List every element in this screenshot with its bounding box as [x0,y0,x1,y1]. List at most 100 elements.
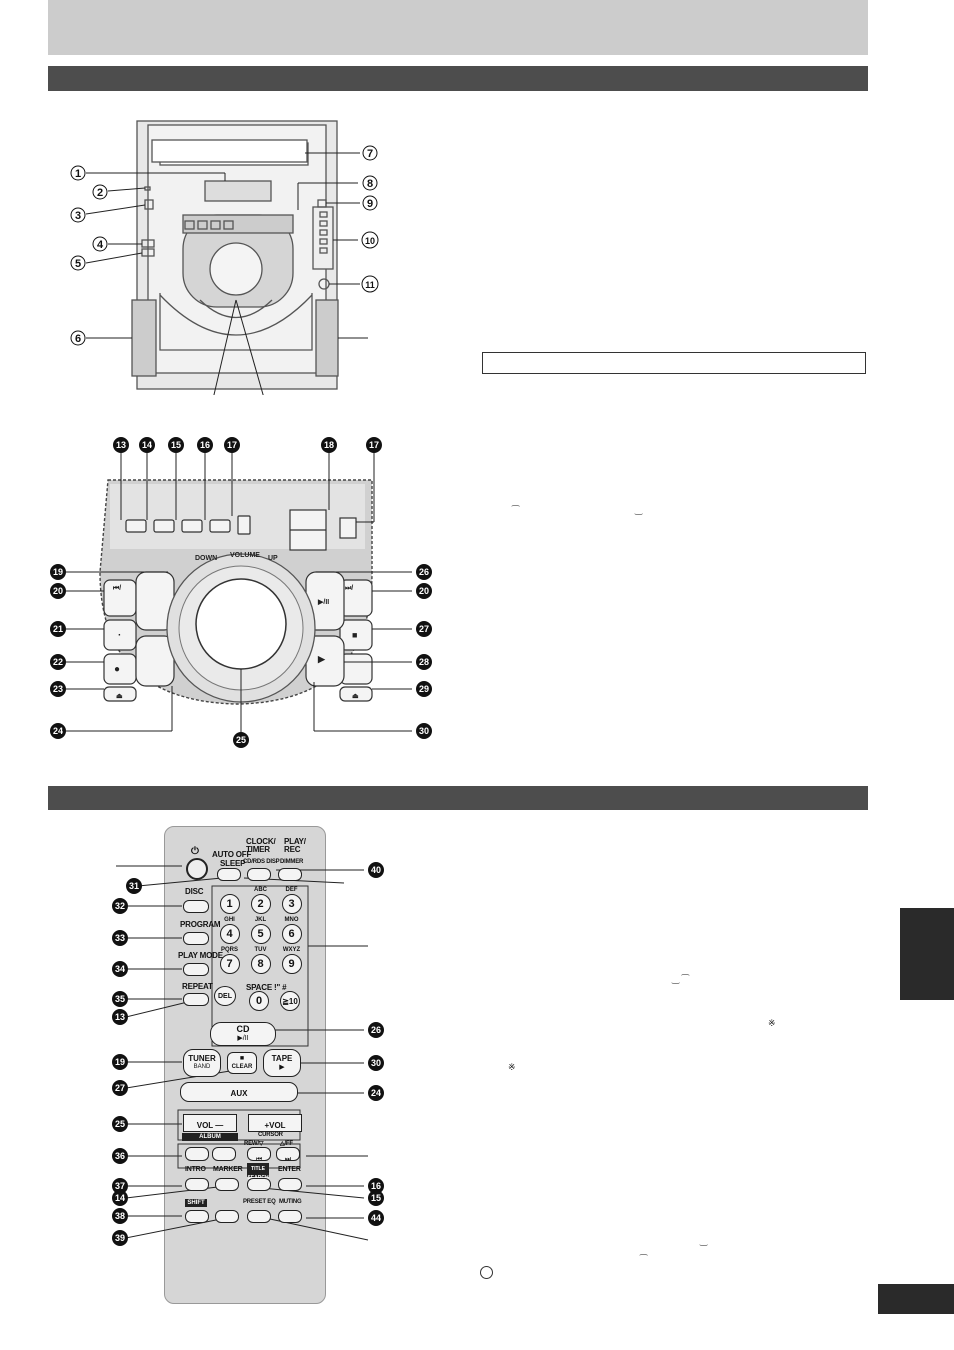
remote-callout-14: 14 [115,1193,125,1203]
skip-forward-label: ⏭/ [345,585,353,592]
power-button[interactable] [186,858,208,880]
callout-20b: 20 [419,586,429,596]
key-number-label: 3 [288,898,295,910]
key-4[interactable]: 4 [219,924,240,944]
callout-30: 30 [419,726,429,736]
album-label: ALBUM [199,1134,221,1140]
key-3[interactable]: 3 [281,894,302,914]
title-search-button[interactable] [247,1178,271,1191]
tuner-band-button[interactable]: TUNER BAND [183,1049,221,1077]
enter-button[interactable] [278,1178,302,1191]
repeat-button[interactable] [183,993,209,1006]
album-up-button[interactable] [212,1147,236,1161]
muting-button[interactable] [278,1210,302,1223]
key-letters-label: WXYZ [282,947,301,953]
power-symbol: ⏻ [191,846,199,857]
play-mode-button[interactable] [183,963,209,976]
remote-callout-32: 32 [115,901,125,911]
keypad-cell: TUV 8 [245,946,276,974]
callout-28: 28 [419,657,429,667]
del-button[interactable]: DEL [214,986,236,1006]
callout-8: 8 [367,178,373,190]
vol-minus-label: VOL — [196,1121,224,1130]
remote-callout-35: 35 [115,994,125,1004]
key-1[interactable]: 1 [219,894,240,914]
key-number-label: 7 [226,958,233,970]
remote-callout-24: 24 [371,1088,381,1098]
remote-callout-27: 27 [115,1083,125,1093]
ff-button[interactable]: ⏭ [276,1147,300,1163]
aux-button[interactable]: AUX [180,1082,298,1102]
tape-button[interactable]: TAPE ▶ [263,1049,301,1077]
key-number-label: 8 [257,958,264,970]
key-8[interactable]: 8 [250,954,271,974]
tape-label: TAPE [271,1054,293,1063]
sleep-label: SLEEP [220,859,246,868]
clock-timer-button[interactable] [247,868,271,881]
skip-forward-icon: ⏭ [284,1156,292,1163]
keypad-cell: MNO 6 [276,916,307,944]
eject-right-label: ⏏ [352,693,359,700]
key-number-label: 6 [288,928,295,940]
intro-label: INTRO [185,1166,206,1173]
arrow-glyph: ⁀ [512,505,520,515]
shift-button[interactable] [185,1210,209,1223]
remote-callout-30: 30 [371,1058,381,1068]
rew-button[interactable]: ⏮ [247,1147,271,1163]
key-2[interactable]: 2 [250,894,271,914]
callout-4: 4 [97,239,104,251]
enter-label: ENTER [278,1166,301,1173]
callout-18: 18 [324,440,334,450]
preset-eq-label: PRESET EQ [243,1199,276,1205]
clear-button[interactable]: ■ CLEAR [227,1052,257,1074]
callout-6: 6 [75,333,81,345]
key-6[interactable]: 6 [281,924,302,944]
vol-minus-button[interactable]: VOL — [183,1114,237,1132]
callout-1: 1 [75,168,81,180]
record-label: ● [114,664,120,675]
key-number-label: 5 [257,928,264,940]
key-ten-label: ≧10 [282,996,298,1006]
intro-button[interactable] [185,1178,209,1191]
key-letters-label: ABC [254,887,267,893]
key-letters-label: GHI [224,917,235,923]
vol-plus-button[interactable]: +VOL [248,1114,302,1132]
blank-button[interactable] [215,1210,239,1223]
play-rec-button[interactable] [278,868,302,881]
callout-21: 21 [53,624,63,634]
callout-17b: 17 [369,440,379,450]
key-9[interactable]: 9 [281,954,302,974]
volume-down-label: DOWN [195,555,217,562]
remote-callout-33: 33 [115,933,125,943]
key-ten[interactable]: ≧10 [280,991,300,1011]
marker-button[interactable] [215,1178,239,1191]
space-label: SPACE !" # [246,983,287,992]
sleep-button[interactable] [217,868,241,881]
stop-label: ■ [352,630,357,640]
album-down-button[interactable] [185,1147,209,1161]
callout-20: 20 [53,586,63,596]
key-number-label: 9 [288,958,295,970]
key-letters-label: TUV [254,947,267,953]
cd-button[interactable]: CD ▶/II [210,1022,276,1046]
note-frame [482,352,866,374]
callout-29: 29 [419,684,429,694]
tuner-label: TUNER [188,1054,216,1063]
disc-button[interactable] [183,900,209,913]
key-0[interactable]: 0 [249,991,269,1011]
clear-label: CLEAR [231,1064,253,1070]
note-mark: ※ [508,1062,516,1072]
page-number-tab [878,1284,954,1314]
preset-eq-button[interactable] [247,1210,271,1223]
remote-callout-36: 36 [115,1151,125,1161]
program-button[interactable] [183,932,209,945]
callout-10: 10 [365,236,375,246]
play-mode-label: PLAY MODE [178,951,223,960]
key-7[interactable]: 7 [219,954,240,974]
key-5[interactable]: 5 [250,924,271,944]
key-letters-label: MNO [284,917,299,923]
cursor-label: CURSOR [258,1132,283,1138]
main-unit-diagram: 1 2 3 4 5 6 7 8 9 10 11 [70,120,379,395]
